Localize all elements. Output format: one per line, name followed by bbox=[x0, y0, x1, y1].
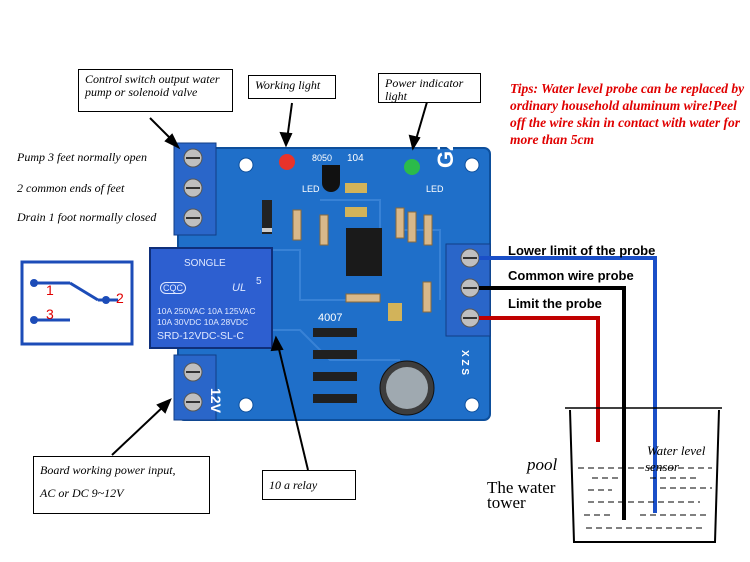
mount-hole bbox=[238, 157, 254, 173]
ic-label: 104 bbox=[347, 153, 364, 164]
power-indicator-callout: Power indicator light bbox=[378, 73, 481, 103]
mount-hole bbox=[464, 397, 480, 413]
power-terminal-block bbox=[173, 354, 217, 421]
board-power-callout: Board working power input, AC or DC 9~12… bbox=[33, 456, 210, 514]
resistors bbox=[292, 207, 433, 313]
working-light-callout: Working light bbox=[248, 75, 336, 99]
output-terminal-block bbox=[173, 142, 217, 236]
mount-hole bbox=[238, 397, 254, 413]
transistor-label: 8050 bbox=[312, 153, 333, 163]
pin-1-label: Drain 1 foot normally closed bbox=[17, 210, 157, 224]
sensor-label-2: sensor bbox=[645, 459, 679, 474]
relay-ul: UL bbox=[232, 282, 247, 294]
diode-row bbox=[313, 328, 357, 403]
capacitor bbox=[345, 207, 367, 217]
mount-hole bbox=[464, 157, 480, 173]
relay bbox=[149, 247, 273, 349]
switch-schematic bbox=[20, 260, 134, 346]
ic-chip bbox=[346, 228, 382, 276]
led1-label: LED bbox=[302, 184, 320, 194]
wire-blue bbox=[479, 256, 657, 513]
wire-red bbox=[479, 316, 600, 442]
relay-specs-2: 10A 30VDC 10A 28VDC bbox=[157, 317, 249, 327]
relay-cert: 5 bbox=[256, 276, 262, 287]
probe-lower-label: Lower limit of the probe bbox=[508, 243, 656, 258]
tips-text: Tips: Water level probe can be replaced … bbox=[510, 81, 745, 147]
probe-common-label: Common wire probe bbox=[508, 268, 634, 283]
tower-label-2: tower bbox=[487, 493, 526, 512]
pin-3-label: Pump 3 feet normally open bbox=[17, 150, 147, 164]
arrow-power-light bbox=[414, 101, 428, 144]
probe-limit-label: Limit the probe bbox=[508, 296, 602, 311]
pin-2-label: 2 common ends of feet bbox=[17, 181, 125, 195]
water-tank bbox=[565, 407, 722, 543]
relay-brand: SONGLE bbox=[184, 258, 226, 269]
relay-callout: 10 a relay bbox=[262, 470, 356, 500]
diode-label: 4007 bbox=[318, 312, 343, 324]
sensor-label-1: Water level bbox=[647, 443, 706, 458]
switch-pin-1: 1 bbox=[46, 282, 54, 298]
switch-pin-2: 2 bbox=[116, 290, 124, 306]
transistor bbox=[322, 165, 340, 192]
pool-label: pool bbox=[527, 455, 558, 474]
board-power-line-2: AC or DC 9~12V bbox=[40, 486, 124, 500]
diode bbox=[262, 200, 272, 234]
terminal-xzs-label: X Z S bbox=[459, 350, 470, 376]
arrow-board-power bbox=[111, 404, 166, 456]
working-led bbox=[279, 154, 295, 170]
relay-model: SRD-12VDC-SL-C bbox=[157, 330, 244, 342]
power-led bbox=[404, 159, 420, 175]
tower-label-1: The water bbox=[487, 478, 556, 497]
capacitor bbox=[388, 303, 402, 321]
relay-cqc: CQC bbox=[160, 282, 186, 294]
relay-specs-1: 10A 250VAC 10A 125VAC bbox=[157, 306, 256, 316]
switch-pin-3: 3 bbox=[46, 306, 54, 322]
led2-label: LED bbox=[426, 184, 444, 194]
capacitor bbox=[345, 183, 367, 193]
control-switch-callout: Control switch output water pump or sole… bbox=[78, 69, 233, 112]
wire-black bbox=[479, 286, 626, 520]
arrow-relay bbox=[277, 344, 309, 471]
board-model-label: GZF-12 bbox=[433, 92, 458, 168]
board-power-line-1: Board working power input, bbox=[40, 463, 176, 477]
voltage-label: 12V bbox=[208, 388, 224, 413]
